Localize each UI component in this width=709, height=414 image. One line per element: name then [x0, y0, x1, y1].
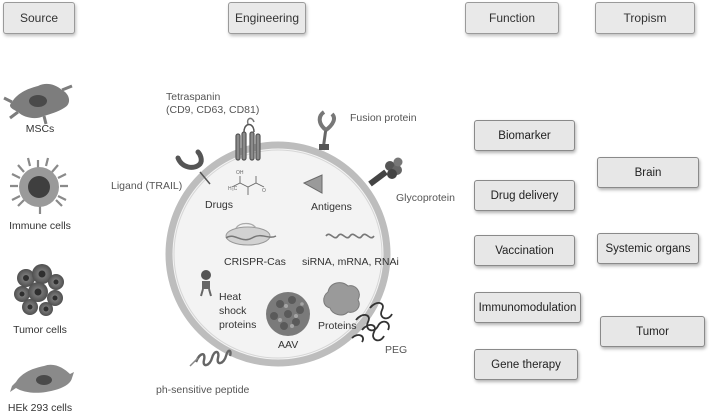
heat-shock-label-3: proteins	[219, 319, 257, 331]
peg-icon	[351, 302, 393, 343]
heat-shock-protein-icon	[200, 270, 212, 297]
ph-peptide-icon	[189, 349, 232, 367]
tetraspanin-sublabel: (CD9, CD63, CD81)	[166, 104, 260, 116]
ligand-icon	[175, 149, 211, 185]
drug-molecule-icon: OH H₃C O	[228, 170, 266, 195]
crispr-cas-icon	[225, 222, 277, 246]
drugs-label: Drugs	[205, 199, 234, 211]
tetraspanin-icon	[235, 117, 261, 161]
sirna-icon	[325, 233, 375, 239]
tetraspanin-label: Tetraspanin	[166, 91, 221, 103]
ligand-label: Ligand (TRAIL)	[111, 180, 183, 192]
fusion-protein-label: Fusion protein	[350, 112, 417, 124]
function-vaccination: Vaccination	[474, 235, 575, 266]
header-tropism: Tropism	[595, 2, 695, 34]
antigen-icon	[302, 174, 323, 194]
svg-text:O: O	[262, 188, 266, 194]
tropism-systemic-organs: Systemic organs	[597, 233, 699, 264]
hek293-cell-icon	[10, 364, 74, 393]
fusion-protein-icon	[317, 110, 336, 151]
crispr-label: CRISPR-Cas	[224, 256, 286, 268]
glycoprotein-label: Glycoprotein	[396, 192, 455, 204]
tumor-cells-icon	[14, 264, 64, 316]
svg-text:H₃C: H₃C	[228, 186, 238, 192]
proteins-label: Proteins	[318, 320, 357, 332]
function-biomarker: Biomarker	[474, 120, 575, 151]
antigens-label: Antigens	[311, 201, 352, 213]
ph-peptide-label: ph-sensitive peptide	[156, 384, 250, 396]
aav-label: AAV	[278, 339, 299, 351]
heat-shock-label-2: shock	[219, 305, 247, 317]
function-immunomodulation: Immunomodulation	[474, 292, 581, 323]
source-label-hek293: HEk 293 cells	[7, 402, 73, 414]
svg-text:OH: OH	[236, 170, 244, 176]
aav-icon	[266, 292, 310, 336]
tropism-tumor: Tumor	[600, 316, 705, 347]
glycoprotein-icon	[368, 157, 403, 187]
source-label-immune: Immune cells	[9, 220, 71, 232]
source-label-tumor: Tumor cells	[13, 324, 67, 336]
proteins-icon	[323, 282, 360, 316]
sirna-label: siRNA, mRNA, RNAi	[302, 256, 399, 268]
peg-label: PEG	[385, 344, 408, 356]
function-gene-therapy: Gene therapy	[474, 349, 578, 380]
header-engineering: Engineering	[228, 2, 306, 34]
immune-cell-icon	[10, 157, 68, 214]
tropism-brain: Brain	[597, 157, 699, 188]
source-label-msc: MSCs	[25, 123, 55, 135]
header-function: Function	[465, 2, 559, 34]
function-drug-delivery: Drug delivery	[474, 180, 575, 211]
header-source: Source	[3, 2, 75, 34]
msc-cell-icon	[3, 83, 73, 125]
heat-shock-label-1: Heat	[219, 291, 242, 303]
